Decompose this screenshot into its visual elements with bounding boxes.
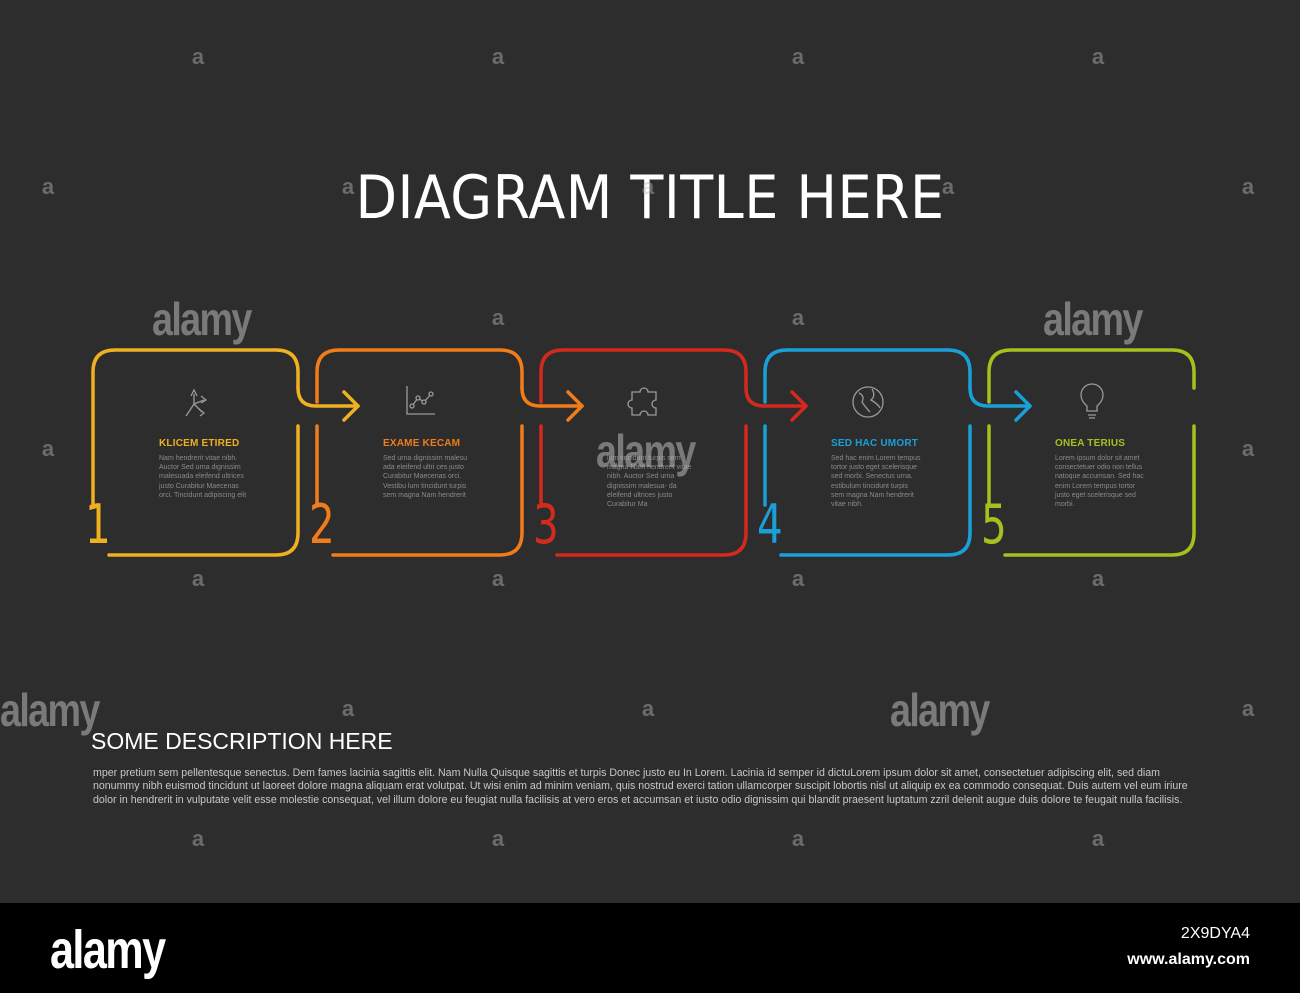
step-4-outline xyxy=(763,348,1032,557)
watermark-mark: a xyxy=(1091,44,1105,69)
step-4-title: SED HAC UMORT xyxy=(831,438,919,449)
watermark-logo: alamy xyxy=(152,293,252,345)
watermark-mark: a xyxy=(191,826,205,851)
description-body: mper pretium sem pellentesque senectus. … xyxy=(93,767,1188,806)
stock-footer: alamy 2X9DYA4 www.alamy.com xyxy=(0,903,1300,993)
watermark-mark: a xyxy=(491,305,505,330)
watermark-mark: a xyxy=(191,44,205,69)
watermark-mark: a xyxy=(1241,174,1255,199)
watermark-mark: a xyxy=(491,566,505,591)
description-title: SOME DESCRIPTION HERE xyxy=(91,728,393,754)
watermark-mark: a xyxy=(641,174,655,199)
watermark-logo: alamy xyxy=(0,684,100,736)
step-2-title: EXAME KECAM xyxy=(383,438,461,449)
step-4-text: Sed hac enim Lorem tempus tortor justo e… xyxy=(831,455,921,509)
footer-logo: alamy xyxy=(50,920,166,980)
step-2-number: 2 xyxy=(309,493,335,556)
watermark-mark: a xyxy=(1241,436,1255,461)
step-5-text: Lorem ipsum dolor sit amet consectetuer … xyxy=(1055,455,1144,509)
step-5-title: ONEA TERIUS xyxy=(1055,438,1126,449)
step-1-title: KLICEM ETIRED xyxy=(159,438,240,449)
step-5-number: 5 xyxy=(981,493,1007,556)
infographic-canvas: DIAGRAM TITLE HERE 1 KLICEM ETIRED Nam hen… xyxy=(0,44,1255,851)
watermark-mark: a xyxy=(791,44,805,69)
watermark-mark: a xyxy=(791,305,805,330)
line-chart-icon xyxy=(406,386,435,415)
watermark-mark: a xyxy=(191,566,205,591)
watermark-mark: a xyxy=(1241,696,1255,721)
step-2-text: Sed urna dignissim malesu ada eleifend u… xyxy=(383,455,468,499)
watermark-mark: a xyxy=(941,174,955,199)
diagram-title: DIAGRAM TITLE HERE xyxy=(355,163,945,233)
light-bulb-icon xyxy=(1080,383,1104,419)
step-3-number: 3 xyxy=(533,493,559,556)
puzzle-piece-icon xyxy=(627,387,657,416)
footer-image-id: 2X9DYA4 xyxy=(1180,925,1250,942)
watermark-mark: a xyxy=(491,826,505,851)
watermark-mark: a xyxy=(341,174,355,199)
arrows-split-icon xyxy=(185,388,208,417)
step-2-outline xyxy=(315,348,584,557)
watermark-mark: a xyxy=(491,44,505,69)
watermark-logo: alamy xyxy=(596,425,696,477)
watermark-mark: a xyxy=(641,696,655,721)
watermark-mark: a xyxy=(791,566,805,591)
watermark-mark: a xyxy=(1091,826,1105,851)
watermark-logo: alamy xyxy=(890,684,990,736)
footer-url: www.alamy.com xyxy=(1127,951,1250,968)
step-1-number: 1 xyxy=(85,493,111,556)
steps-graphic xyxy=(91,348,1196,557)
step-5-outline xyxy=(987,348,1196,557)
step-1-text: Nam hendrerit vitae nibh. Auctor Sed urn… xyxy=(159,455,247,499)
step-3-outline xyxy=(539,348,808,557)
step-3-text: lum tincidunt turpis sem magna Nam hendr… xyxy=(607,455,692,509)
step-1-outline xyxy=(91,348,360,557)
globe-icon xyxy=(852,386,884,418)
watermark-mark: a xyxy=(791,826,805,851)
watermark-logo: alamy xyxy=(1043,293,1143,345)
watermark-mark: a xyxy=(41,436,55,461)
watermark-mark: a xyxy=(1091,566,1105,591)
watermark-mark: a xyxy=(341,696,355,721)
step-4-number: 4 xyxy=(757,493,783,556)
watermark-mark: a xyxy=(41,174,55,199)
